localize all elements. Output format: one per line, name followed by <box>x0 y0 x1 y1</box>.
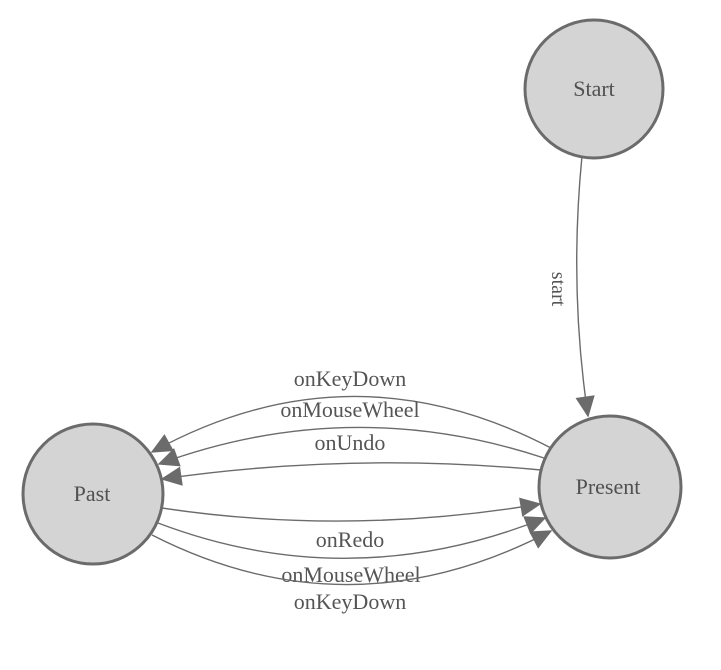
edge-label-onundo: onUndo <box>315 430 386 455</box>
edge-past-to-present-onredo: onRedo <box>161 497 542 552</box>
edge-start-to-present: start <box>547 155 595 418</box>
node-label-start: Start <box>573 76 615 101</box>
edge-path-onkeydown-bottom <box>151 530 553 586</box>
edge-present-to-past-onkeydown: onKeyDown <box>150 366 552 453</box>
edge-path-onmousewheel-bottom <box>157 516 547 559</box>
edge-label-onkeydown-bottom: onKeyDown <box>294 589 406 614</box>
edge-path-start <box>575 155 595 418</box>
node-circle-start <box>523 18 665 160</box>
edge-present-to-past-onmousewheel: onMouseWheel <box>157 397 545 467</box>
edge-label-onmousewheel-top: onMouseWheel <box>280 397 419 422</box>
edge-path-onredo <box>161 497 542 522</box>
node-start: Start <box>523 18 665 160</box>
edge-path-onmousewheel-top <box>157 426 545 467</box>
edge-path-onundo <box>160 462 542 486</box>
node-label-past: Past <box>74 481 111 506</box>
node-label-present: Present <box>576 474 641 499</box>
edge-present-to-past-onundo: onUndo <box>160 430 542 486</box>
edge-path-onkeydown-top <box>150 395 552 453</box>
edge-label-start: start <box>547 272 569 307</box>
edge-label-onkeydown-top: onKeyDown <box>294 366 406 391</box>
node-past: Past <box>21 422 165 566</box>
node-circle-past <box>21 422 165 566</box>
node-circle-present <box>537 414 683 560</box>
edge-label-onmousewheel-bottom: onMouseWheel <box>281 562 420 587</box>
edge-label-onredo: onRedo <box>316 527 384 552</box>
node-present: Present <box>537 414 683 560</box>
edge-past-to-present-onkeydown: onKeyDown <box>151 530 553 614</box>
